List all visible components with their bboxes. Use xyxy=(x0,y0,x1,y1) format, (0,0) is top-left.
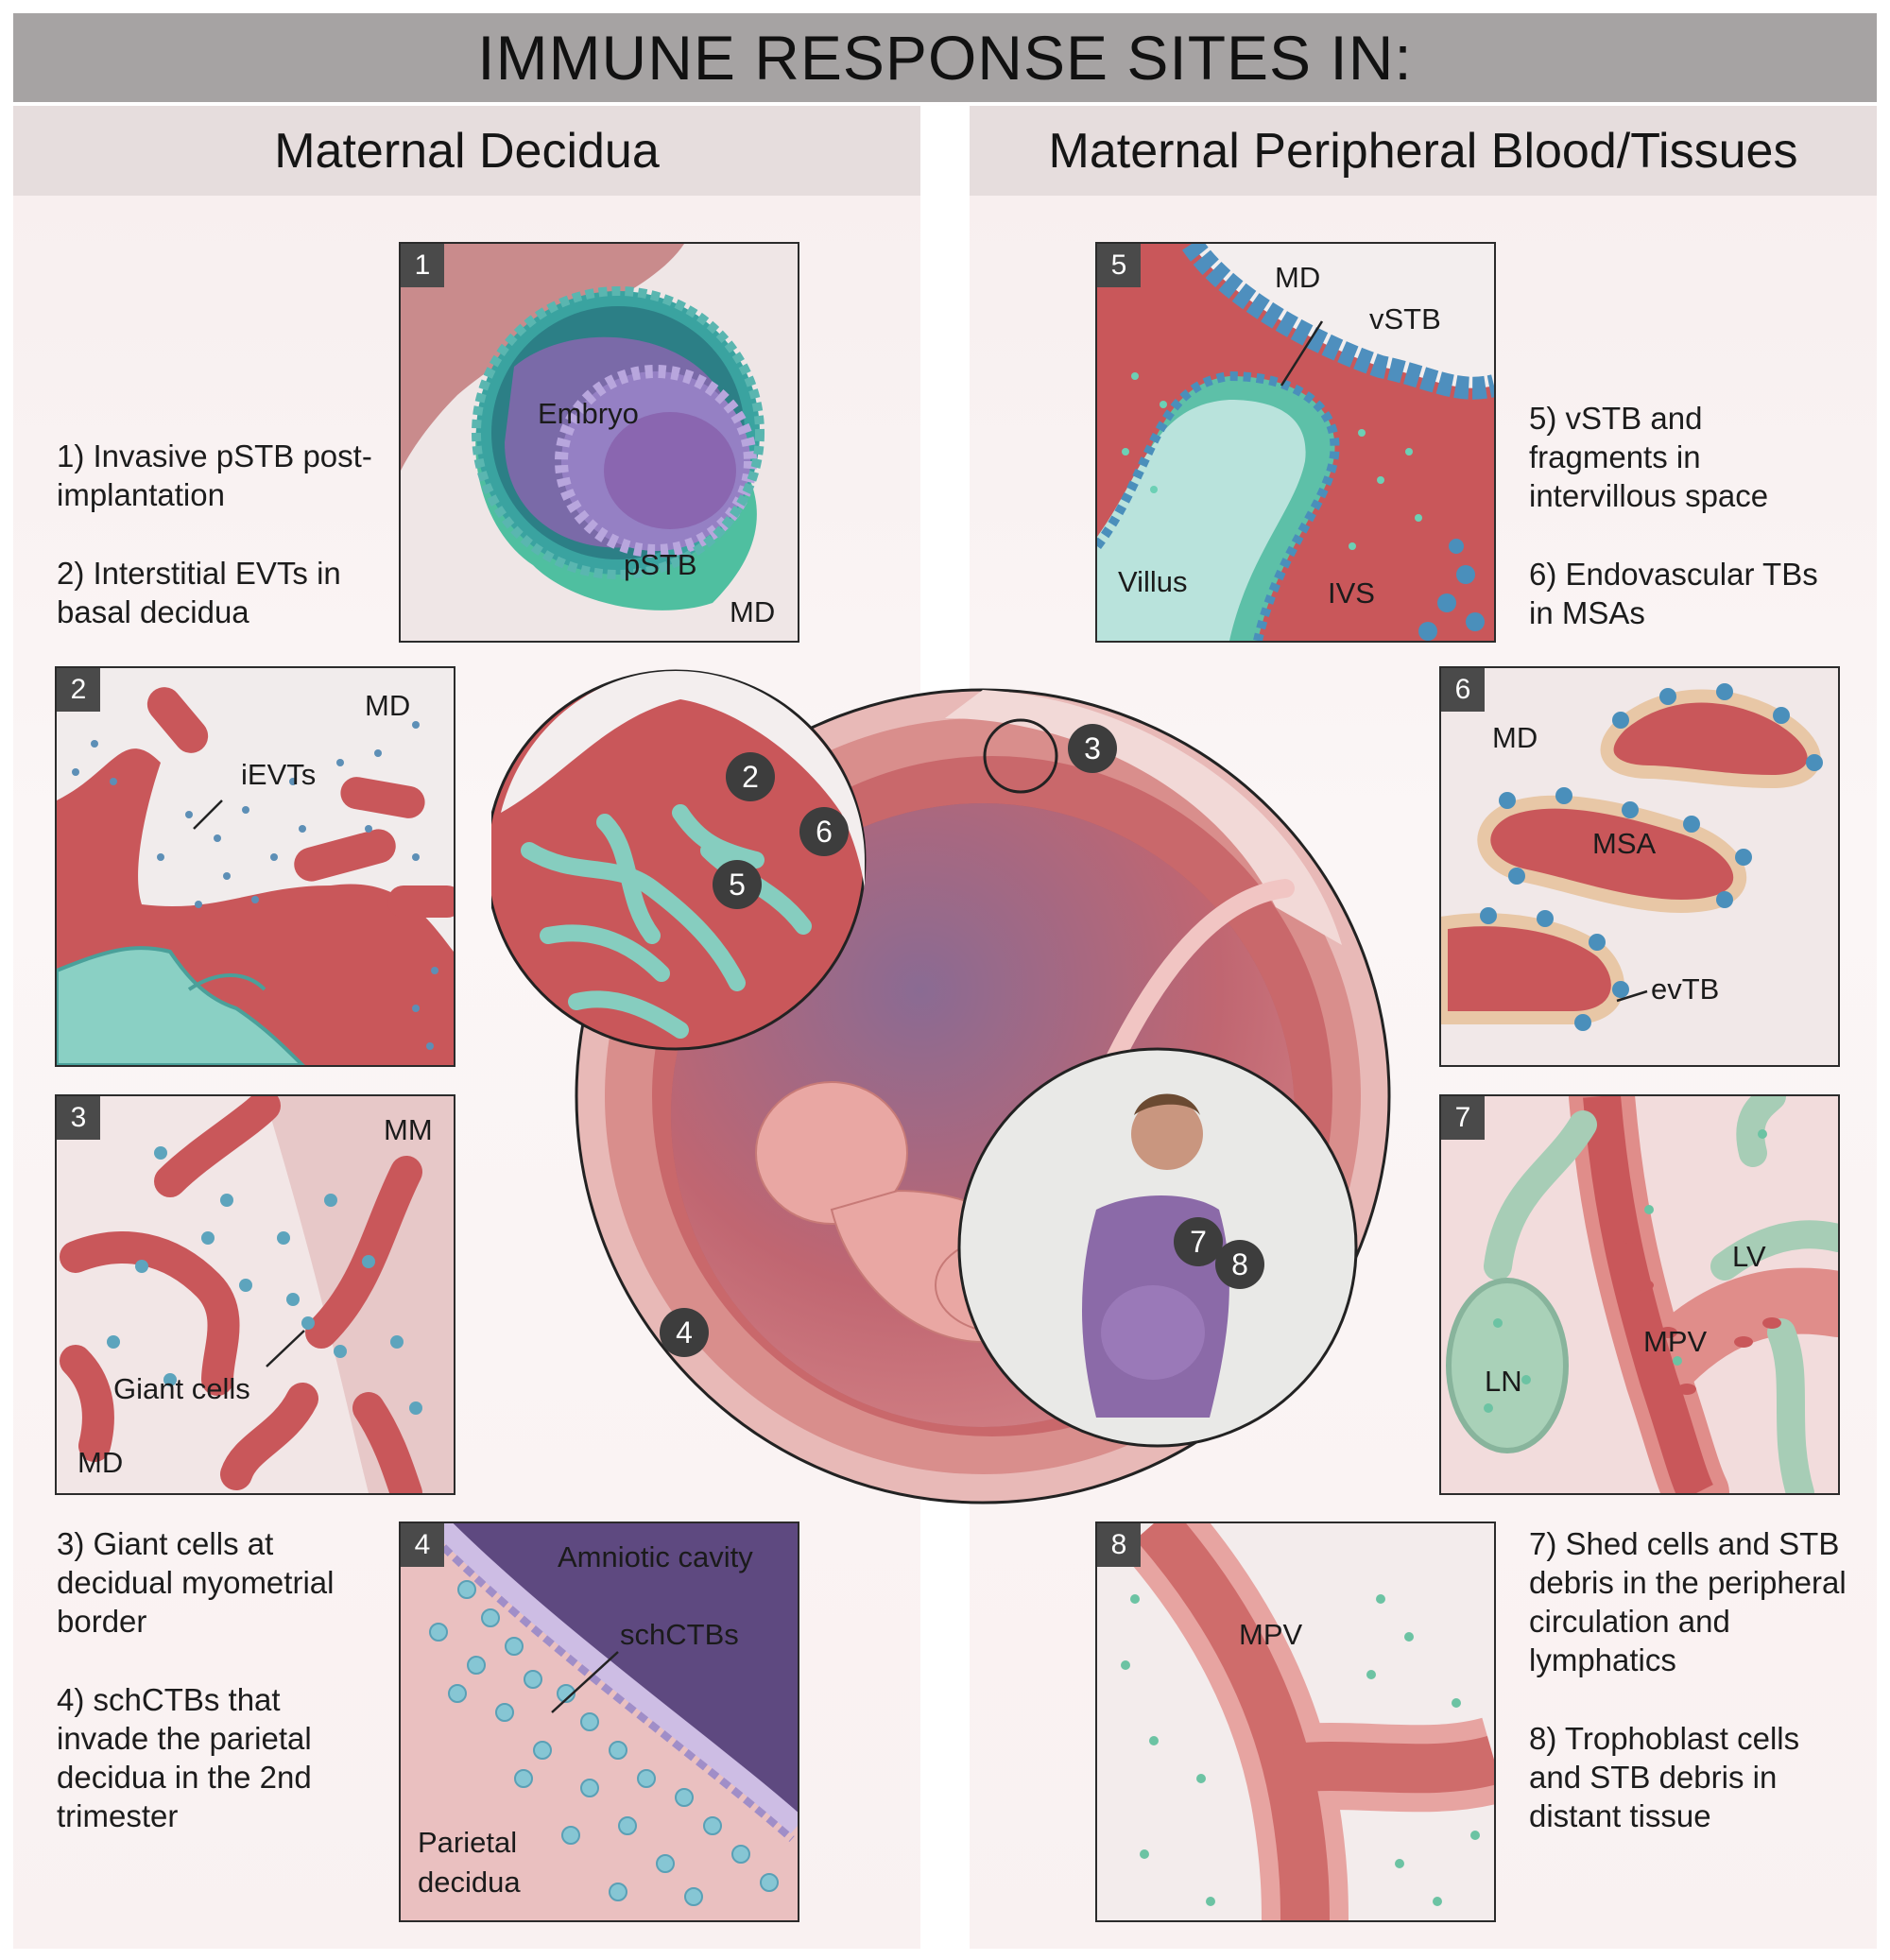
caption-1: 1) Invasive pSTB post-implantation xyxy=(57,438,372,512)
panel-5-label-villus: Villus xyxy=(1118,565,1188,598)
panel-4-schctbs: 4 Amniotic cavity schCTBs Parietal decid… xyxy=(399,1522,799,1922)
center-badge-3: 3 xyxy=(1068,724,1117,773)
panel-5-label-vstb: vSTB xyxy=(1369,302,1441,335)
center-badge-5: 5 xyxy=(713,860,762,909)
panel-1-label-embryo: Embryo xyxy=(538,397,639,430)
caption-block-5-6: 5) vSTB and fragments in intervillous sp… xyxy=(1529,399,1841,672)
panel-2-illustration xyxy=(57,668,454,1065)
panel-6-msa: 6 MD MSA evTB xyxy=(1439,666,1840,1067)
panel-2-number: 2 xyxy=(57,668,100,712)
panel-7-label-mpv: MPV xyxy=(1643,1325,1708,1358)
title-bar: IMMUNE RESPONSE SITES IN: xyxy=(13,13,1877,102)
caption-block-3-4: 3) Giant cells at decidual myometrial bo… xyxy=(57,1524,378,1875)
panel-3-label-md: MD xyxy=(77,1446,124,1479)
panel-7-label-ln: LN xyxy=(1485,1365,1522,1398)
panel-6-label-msa: MSA xyxy=(1592,827,1657,860)
center-uterus-illustration xyxy=(491,669,1391,1504)
panel-3-number: 3 xyxy=(57,1096,100,1140)
panel-6-number: 6 xyxy=(1441,668,1485,712)
panel-6-label-evtb: evTB xyxy=(1651,972,1720,1006)
center-badge-6: 6 xyxy=(799,807,849,856)
panel-5-label-md: MD xyxy=(1275,261,1321,294)
page-title: IMMUNE RESPONSE SITES IN: xyxy=(477,23,1413,93)
right-column-header: Maternal Peripheral Blood/Tissues xyxy=(970,106,1877,196)
panel-3-illustration xyxy=(57,1096,454,1493)
caption-6: 6) Endovascular TBs in MSAs xyxy=(1529,557,1818,630)
panel-6-label-md: MD xyxy=(1492,721,1538,754)
center-badge-2: 2 xyxy=(726,752,775,801)
panel-4-illustration xyxy=(401,1523,798,1920)
panel-5-illustration xyxy=(1097,244,1494,641)
panel-8-number: 8 xyxy=(1097,1523,1141,1567)
center-badge-7: 7 xyxy=(1174,1217,1223,1266)
panel-8-label-mpv: MPV xyxy=(1239,1618,1303,1651)
panel-1-implantation: 1 Embryo pSTB MD xyxy=(399,242,799,643)
panel-7-lymphatics: 7 LV MPV LN xyxy=(1439,1094,1840,1495)
panel-4-label-decidua: decidua xyxy=(418,1865,521,1899)
panel-3-label-giant-cells: Giant cells xyxy=(113,1372,250,1405)
panel-5-label-ivs: IVS xyxy=(1328,576,1375,610)
panel-4-label-schctbs: schCTBs xyxy=(620,1618,739,1651)
panel-4-label-parietal: Parietal xyxy=(418,1826,518,1859)
caption-8: 8) Trophoblast cells and STB debris in d… xyxy=(1529,1721,1800,1833)
panel-4-label-amniotic-cavity: Amniotic cavity xyxy=(558,1540,753,1573)
panel-6-illustration xyxy=(1441,668,1838,1065)
caption-5: 5) vSTB and fragments in intervillous sp… xyxy=(1529,401,1769,513)
panel-1-number: 1 xyxy=(401,244,444,287)
right-column-title: Maternal Peripheral Blood/Tissues xyxy=(1048,123,1798,179)
left-column-header: Maternal Decidua xyxy=(13,106,920,196)
caption-block-7-8: 7) Shed cells and STB debris in the peri… xyxy=(1529,1524,1850,1875)
caption-4: 4) schCTBs that invade the parietal deci… xyxy=(57,1682,312,1833)
panel-2-label-ievts: iEVTs xyxy=(241,758,317,791)
panel-2-interstitial-evts: 2 MD iEVTs xyxy=(55,666,455,1067)
caption-7: 7) Shed cells and STB debris in the peri… xyxy=(1529,1526,1847,1677)
center-badge-4: 4 xyxy=(660,1308,709,1357)
caption-2: 2) Interstitial EVTs in basal decidua xyxy=(57,556,341,629)
panel-1-label-md: MD xyxy=(730,595,776,628)
panel-1-illustration xyxy=(401,244,798,641)
caption-block-1-2: 1) Invasive pSTB post-implantation 2) In… xyxy=(57,437,397,671)
panel-5-vstb: 5 MD vSTB Villus IVS xyxy=(1095,242,1496,643)
panel-1-label-pstb: pSTB xyxy=(624,548,697,581)
panel-7-number: 7 xyxy=(1441,1096,1485,1140)
left-column-title: Maternal Decidua xyxy=(274,123,660,179)
center-badge-8: 8 xyxy=(1215,1240,1264,1289)
panel-7-illustration xyxy=(1441,1096,1838,1493)
panel-8-distant-tissue: 8 MPV xyxy=(1095,1522,1496,1922)
panel-8-illustration xyxy=(1097,1523,1494,1920)
panel-3-label-mm: MM xyxy=(384,1113,433,1146)
caption-3: 3) Giant cells at decidual myometrial bo… xyxy=(57,1526,335,1639)
panel-2-label-md: MD xyxy=(365,689,411,722)
panel-3-giant-cells: 3 MM Giant cells MD xyxy=(55,1094,455,1495)
panel-5-number: 5 xyxy=(1097,244,1141,287)
panel-4-number: 4 xyxy=(401,1523,444,1567)
panel-7-label-lv: LV xyxy=(1732,1240,1766,1273)
